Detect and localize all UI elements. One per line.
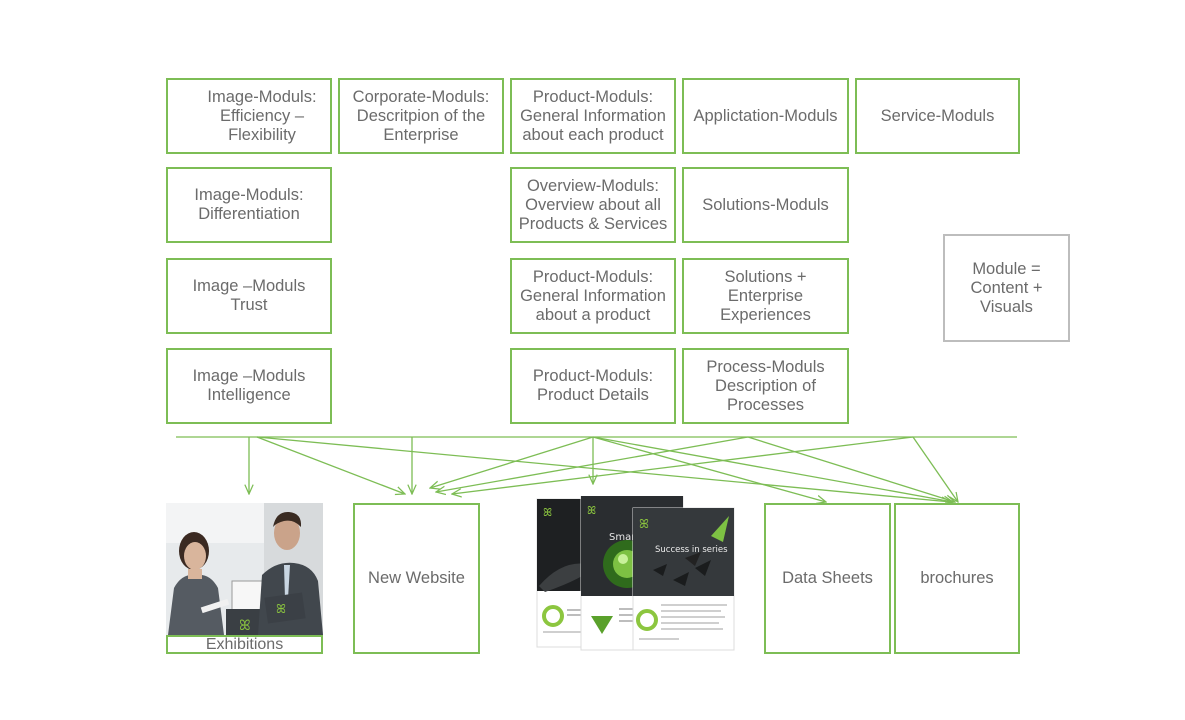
brochure-sheets-image: ꕤ ꕤ Smart ꕤ Success in series xyxy=(535,496,737,654)
corporate-moduls-box: Corporate-Moduls: Descritpion of the Ent… xyxy=(338,78,504,154)
module-definition-box: Module = Content + Visuals xyxy=(943,234,1070,342)
brochures-box: brochures xyxy=(894,503,1020,654)
image-moduls-trust-box: Image –Moduls Trust xyxy=(166,258,332,334)
brochure-headline-front: Success in series xyxy=(655,545,728,555)
arrow-to-brochures xyxy=(747,436,955,502)
image-moduls-intelligence-box: Image –Moduls Intelligence xyxy=(166,348,332,424)
overview-moduls-box: Overview-Moduls: Overview about all Prod… xyxy=(510,167,676,243)
image-moduls-differentiation-box: Image-Moduls: Differentiation xyxy=(166,167,332,243)
exhibitions-label: Exhibitions xyxy=(166,635,323,654)
product-moduls-details-box: Product-Moduls: Product Details xyxy=(510,348,676,424)
product-moduls-each-box: Product-Moduls: General Information abou… xyxy=(510,78,676,154)
brochure-headline-back: Smart xyxy=(609,532,639,543)
data-sheets-box: Data Sheets xyxy=(764,503,891,654)
arrow-to-website xyxy=(430,436,594,488)
svg-text:ꕤ: ꕤ xyxy=(639,517,649,531)
solutions-enterprise-box: Solutions + Enterprise Experiences xyxy=(682,258,849,334)
solutions-moduls-box: Solutions-Moduls xyxy=(682,167,849,243)
svg-text:ꕤ: ꕤ xyxy=(276,602,286,616)
service-moduls-box: Service-Moduls xyxy=(855,78,1020,154)
arrow-to-brochures xyxy=(912,436,958,502)
product-moduls-general-box: Product-Moduls: General Information abou… xyxy=(510,258,676,334)
image-moduls-efficiency-box: Image-Moduls: Efficiency – Flexibility xyxy=(166,78,332,154)
process-moduls-box: Process-Moduls Description of Processes xyxy=(682,348,849,424)
svg-text:ꕤ: ꕤ xyxy=(239,618,251,634)
arrow-to-website xyxy=(436,436,749,492)
application-moduls-box: Applictation-Moduls xyxy=(682,78,849,154)
arrow-to-brochures xyxy=(256,436,951,502)
svg-text:ꕤ: ꕤ xyxy=(543,506,552,519)
new-website-box: New Website xyxy=(353,503,480,654)
exhibitions-photo: ꕤ ꕤ xyxy=(166,503,323,635)
svg-text:ꕤ: ꕤ xyxy=(587,504,596,517)
arrow-to-data-sheets xyxy=(592,436,826,502)
arrow-to-brochures xyxy=(592,436,953,502)
arrow-to-website xyxy=(452,436,914,494)
arrow-to-website xyxy=(256,436,405,494)
